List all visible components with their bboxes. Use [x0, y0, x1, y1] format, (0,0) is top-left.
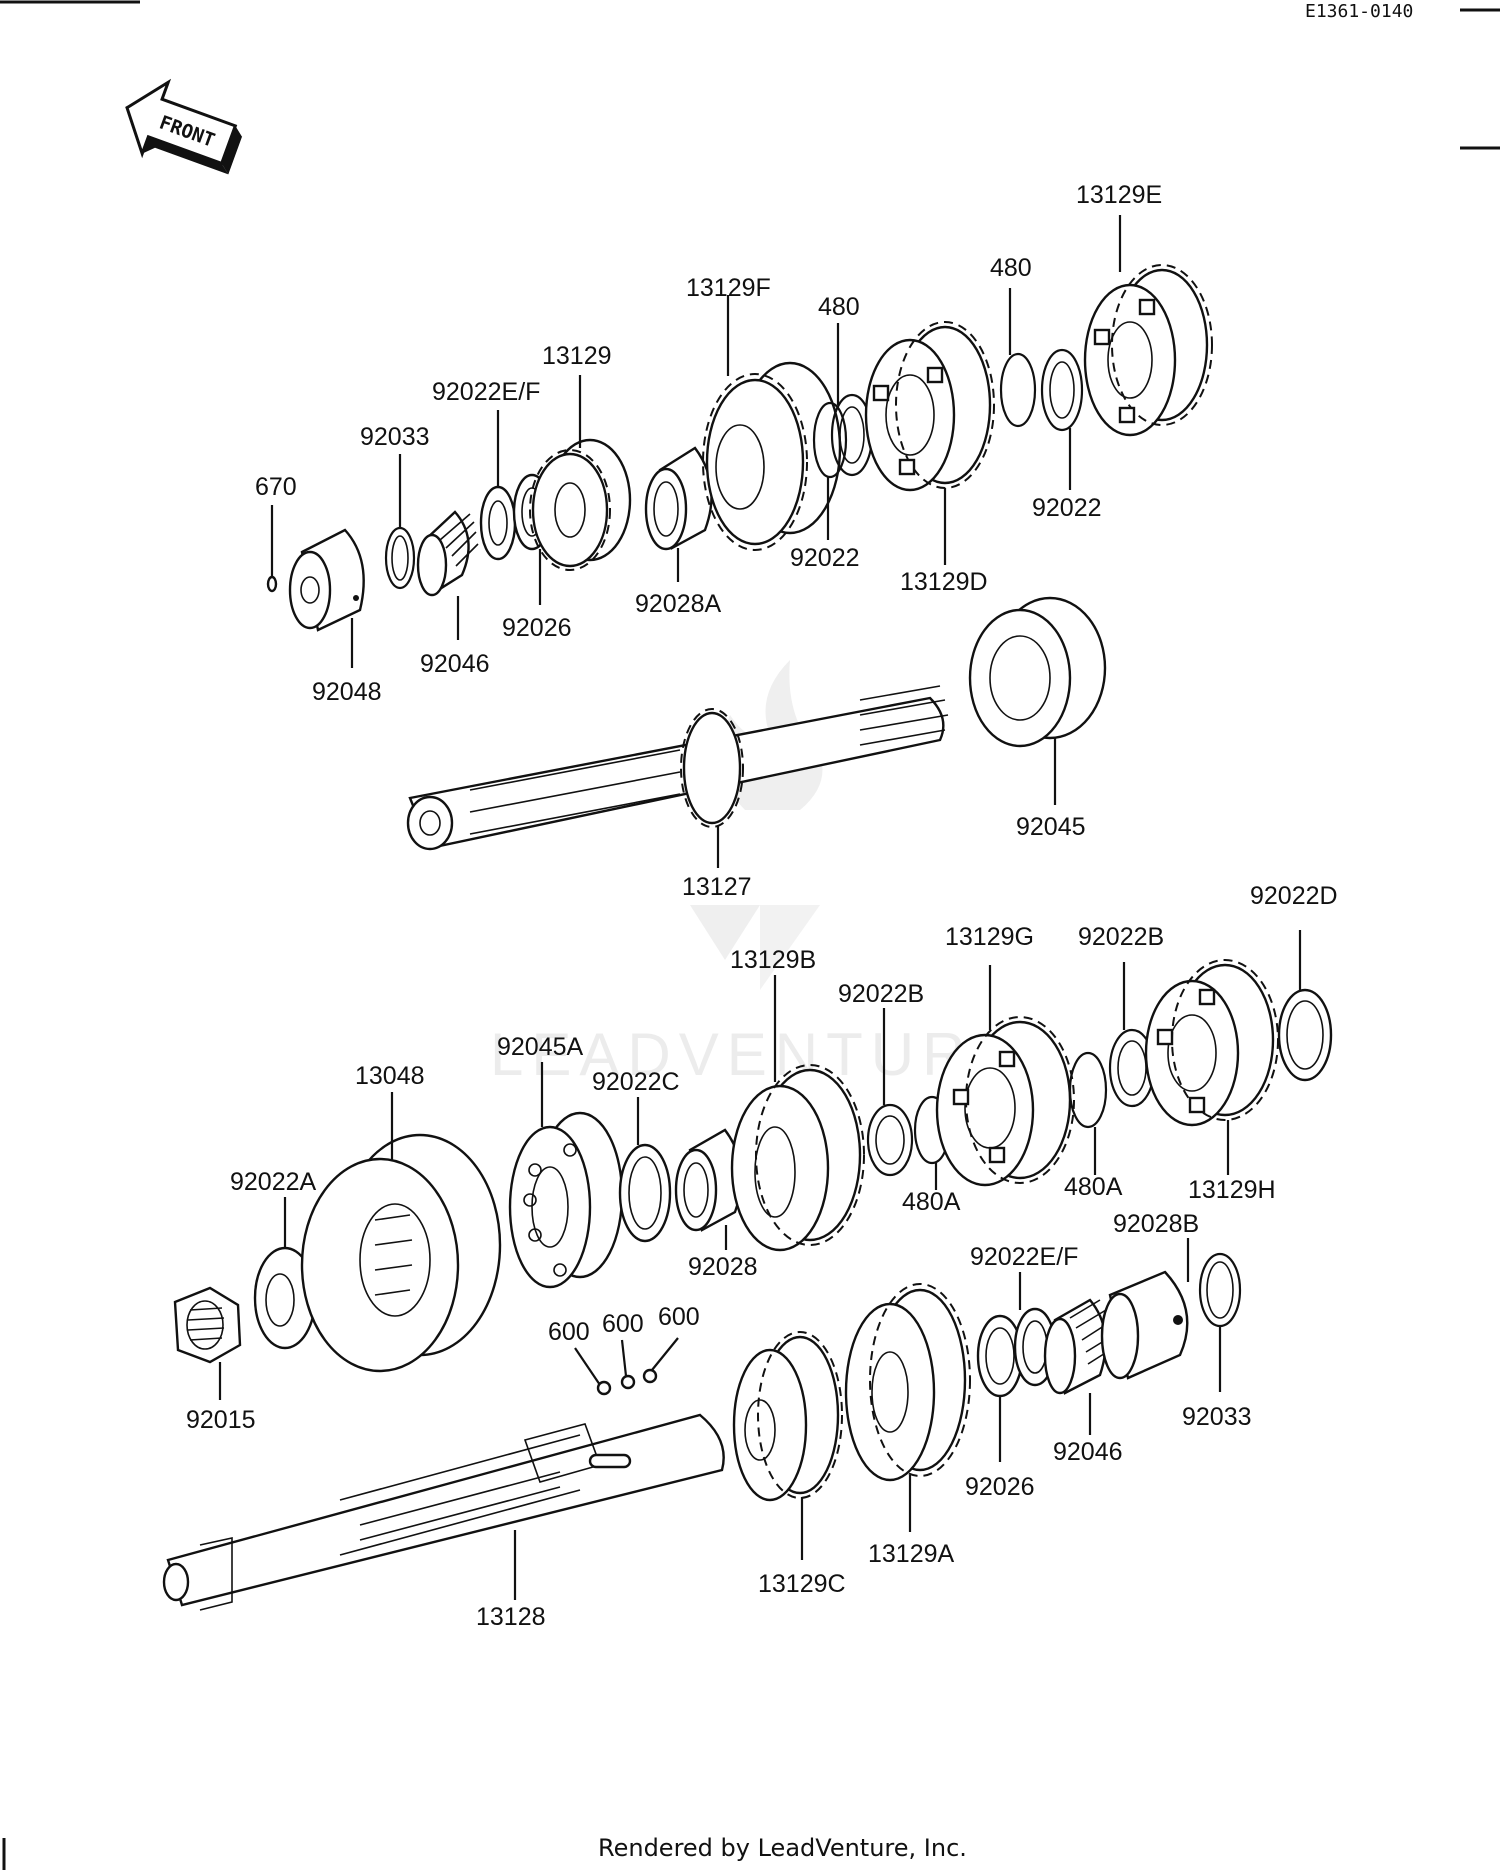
part-13129f — [702, 361, 842, 551]
label-92022b-a: 92022B — [838, 980, 924, 1008]
diagram-code: E1361-0140 — [1305, 1, 1413, 22]
label-13129b: 13129B — [730, 946, 816, 974]
part-13129e — [1083, 264, 1213, 437]
label-670: 670 — [255, 473, 297, 501]
part-480-and-92022-b — [999, 348, 1084, 432]
label-13129h: 13129H — [1188, 1176, 1276, 1204]
label-92028: 92028 — [688, 1253, 758, 1281]
label-600-a: 600 — [548, 1318, 590, 1346]
label-13128: 13128 — [476, 1603, 546, 1631]
label-13127: 13127 — [682, 873, 752, 901]
label-92045: 92045 — [1016, 813, 1086, 841]
label-92022d: 92022D — [1250, 882, 1338, 910]
part-13127-input-shaft — [406, 685, 949, 851]
label-92022c: 92022C — [592, 1068, 680, 1096]
part-92033-upper — [384, 526, 416, 590]
label-92046-top: 92046 — [420, 650, 490, 678]
label-480a-a: 480A — [902, 1188, 961, 1216]
upper-assembly — [266, 264, 1213, 851]
label-13129e: 13129E — [1076, 181, 1162, 209]
label-13048: 13048 — [355, 1062, 425, 1090]
label-92026-bot: 92026 — [965, 1473, 1035, 1501]
part-13129d — [864, 321, 995, 492]
part-670 — [266, 575, 278, 593]
label-92022b-b: 92022B — [1078, 923, 1164, 951]
label-92048: 92048 — [312, 678, 382, 706]
label-480a-b: 480A — [1064, 1173, 1123, 1201]
label-480-b: 480 — [990, 254, 1032, 282]
part-600-a — [596, 1380, 612, 1396]
part-13129c — [732, 1331, 843, 1502]
part-13129b — [730, 1064, 865, 1252]
lower-assembly — [162, 959, 1333, 1611]
part-labels: 670 92048 92033 92046 92022E/F 92026 131… — [186, 181, 1338, 1631]
part-13129h — [1144, 959, 1279, 1127]
label-13129f: 13129F — [686, 274, 771, 302]
part-92022c — [618, 1143, 672, 1243]
part-92022ef-upper — [479, 485, 517, 561]
part-92028b — [1100, 1270, 1189, 1380]
label-13129a: 13129A — [868, 1540, 955, 1568]
label-92022-b: 92022 — [1032, 494, 1102, 522]
part-92022d — [1277, 988, 1333, 1082]
label-92028b: 92028B — [1113, 1210, 1199, 1238]
part-13129 — [529, 438, 632, 571]
label-92033-top: 92033 — [360, 423, 430, 451]
part-92015-nut — [173, 1286, 242, 1364]
label-480-a: 480 — [818, 293, 860, 321]
label-92045a: 92045A — [497, 1033, 584, 1061]
label-92022ef-bot: 92022E/F — [970, 1243, 1078, 1271]
part-600-c — [642, 1368, 658, 1384]
part-92033-lower — [1198, 1252, 1242, 1328]
part-92028a — [644, 446, 713, 551]
front-arrow-icon: FRONT — [125, 78, 242, 175]
label-92033-bot: 92033 — [1182, 1403, 1252, 1431]
part-480a-b — [1068, 1051, 1108, 1129]
leader-lines — [218, 215, 1302, 1600]
part-92045a — [508, 1111, 624, 1289]
label-13129g: 13129G — [945, 923, 1034, 951]
watermark-text: LEADVENTURE — [490, 1021, 1021, 1088]
part-92045 — [968, 596, 1107, 748]
label-600-c: 600 — [658, 1303, 700, 1331]
label-92022-a: 92022 — [790, 544, 860, 572]
label-600-b: 600 — [602, 1310, 644, 1338]
footer-credit: Rendered by LeadVenture, Inc. — [598, 1834, 967, 1862]
label-13129: 13129 — [542, 342, 612, 370]
part-600-b — [620, 1374, 636, 1390]
label-13129d: 13129D — [900, 568, 988, 596]
part-92048 — [288, 528, 365, 632]
part-13129a — [844, 1283, 971, 1482]
label-92046-bot: 92046 — [1053, 1438, 1123, 1466]
label-92026-top: 92026 — [502, 614, 572, 642]
part-13129g — [935, 1016, 1075, 1187]
label-92022a: 92022A — [230, 1168, 317, 1196]
part-92046-upper — [416, 510, 479, 597]
label-92028a: 92028A — [635, 590, 722, 618]
label-92015: 92015 — [186, 1406, 256, 1434]
part-13128-output-shaft — [162, 1413, 725, 1611]
part-92022b-a — [866, 1103, 914, 1177]
part-13048-hub — [300, 1133, 502, 1373]
label-13129c: 13129C — [758, 1570, 846, 1598]
label-92022ef-top: 92022E/F — [432, 378, 540, 406]
